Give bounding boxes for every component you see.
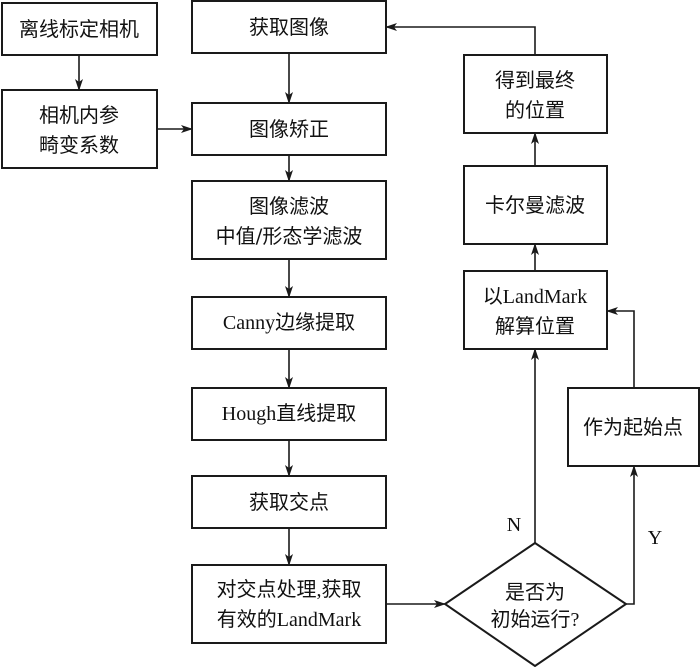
- node-label: 卡尔曼滤波: [485, 193, 585, 217]
- node-kalman: 卡尔曼滤波: [463, 165, 608, 245]
- node-label: 是否为: [505, 580, 565, 604]
- node-image-filter: 图像滤波 中值/形态学滤波: [191, 180, 387, 260]
- node-final-position: 得到最终 的位置: [463, 54, 608, 134]
- node-label: 中值/形态学滤波: [216, 224, 363, 248]
- node-label: 相机内参: [39, 103, 119, 127]
- edge-label-no: N: [507, 514, 521, 536]
- node-label: 解算位置: [495, 314, 575, 338]
- node-process-points: 对交点处理,获取 有效的LandMark: [191, 564, 387, 644]
- node-label: 畸变系数: [39, 133, 119, 157]
- node-decision: 是否为 初始运行?: [443, 541, 628, 667]
- edge-final-to-acquire: [385, 23, 536, 55]
- node-hough: Hough直线提取: [191, 387, 387, 441]
- node-start-point: 作为起始点: [567, 387, 700, 467]
- node-offline-calibration: 离线标定相机: [1, 2, 158, 56]
- node-label: 对交点处理,获取: [217, 578, 362, 601]
- node-image-rectify: 图像矫正: [191, 102, 387, 156]
- node-label: 作为起始点: [583, 415, 683, 439]
- node-label: 得到最终: [495, 68, 575, 92]
- node-intersections: 获取交点: [191, 475, 387, 529]
- edge-start-to-solve: [606, 307, 635, 388]
- node-label: 获取图像: [249, 15, 329, 39]
- edge-decision-yes-to-start: [626, 465, 638, 605]
- node-label: 以LandMark: [483, 286, 587, 308]
- edge-label-yes: Y: [648, 527, 662, 549]
- node-label: 图像滤波: [249, 194, 329, 218]
- node-label: 离线标定相机: [19, 17, 139, 41]
- node-label: 初始运行?: [491, 608, 580, 631]
- node-canny: Canny边缘提取: [191, 296, 387, 350]
- node-solve-position: 以LandMark 解算位置: [463, 270, 608, 350]
- node-label: Hough直线提取: [222, 402, 356, 425]
- node-label: 有效的LandMark: [217, 608, 361, 631]
- node-label: Canny边缘提取: [223, 311, 355, 334]
- node-acquire-image: 获取图像: [191, 0, 387, 54]
- node-label: 图像矫正: [249, 117, 329, 141]
- node-label: 获取交点: [249, 490, 329, 514]
- node-label: 的位置: [505, 98, 565, 122]
- node-camera-params: 相机内参 畸变系数: [1, 89, 158, 169]
